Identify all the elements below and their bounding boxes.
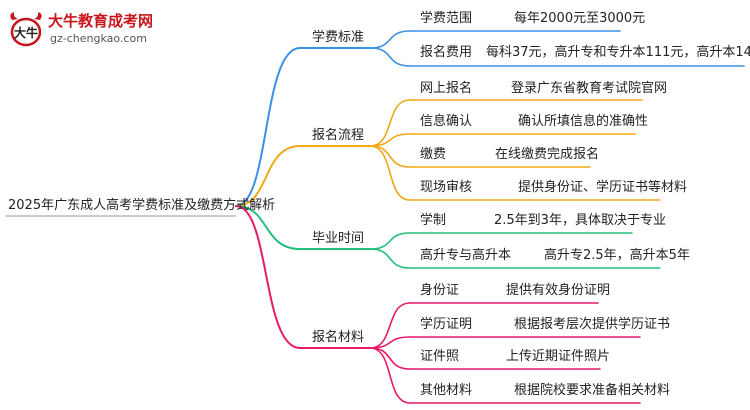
- item-value: 高升专2.5年，高升本5年: [544, 248, 690, 263]
- branch-registration-process: 报名流程: [312, 128, 365, 143]
- item-value: 上传近期证件照片: [506, 349, 611, 364]
- item-connector: [369, 347, 411, 370]
- logo-url: gz-chengkao.com: [50, 32, 147, 45]
- item-value: 确认所填信息的准确性: [518, 114, 649, 129]
- item-label: 学费范围: [420, 11, 473, 26]
- branch-graduation-time: 毕业时间: [312, 231, 365, 246]
- item-value: 根据报考层次提供学历证书: [514, 317, 671, 332]
- svg-text:大牛: 大牛: [14, 25, 38, 40]
- item-connector: [369, 133, 411, 147]
- item-connector: [369, 302, 411, 349]
- branch-connector: [235, 205, 301, 349]
- item-label: 高升专与高升本: [420, 248, 512, 263]
- item-connector: [369, 99, 411, 147]
- branch-connector: [235, 205, 301, 250]
- item-value: 2.5年到3年，具体取决于专业: [494, 213, 666, 228]
- site-logo[interactable]: 大牛 大牛教育成考网 gz-chengkao.com: [6, 8, 186, 52]
- item-value: 提供有效身份证明: [506, 283, 611, 298]
- item-value: 根据院校要求准备相关材料: [514, 383, 671, 398]
- item-connector: [369, 248, 411, 269]
- branch-tuition-standard: 学费标准: [312, 30, 365, 45]
- item-connector: [369, 47, 411, 67]
- item-value: 提供身份证、学历证书等材料: [518, 180, 688, 195]
- item-connector: [369, 232, 411, 250]
- item-value: 每科37元，高升专和专升本111元，高升本148元: [486, 45, 750, 60]
- item-value: 登录广东省教育考试院官网: [511, 81, 668, 96]
- logo-name: 大牛教育成考网: [48, 12, 154, 30]
- item-label: 学历证明: [420, 317, 473, 332]
- branch-registration-materials: 报名材料: [312, 330, 365, 345]
- item-label: 现场审核: [420, 180, 473, 195]
- branch-connector: [235, 145, 301, 207]
- item-value: 每年2000元至3000元: [514, 11, 646, 26]
- branch-connector: [235, 47, 301, 207]
- item-connector: [369, 347, 411, 404]
- item-connector: [369, 145, 411, 168]
- item-label: 其他材料: [420, 383, 473, 398]
- item-label: 缴费: [420, 147, 447, 162]
- item-label: 信息确认: [420, 114, 473, 129]
- item-label: 报名费用: [420, 45, 473, 60]
- item-label: 学制: [420, 213, 447, 228]
- item-value: 在线缴费完成报名: [495, 147, 600, 162]
- item-label: 证件照: [420, 349, 460, 364]
- item-connector: [369, 30, 411, 49]
- bull-logo-icon: 大牛: [10, 12, 42, 47]
- root-topic: 2025年广东成人高考学费标准及缴费方式解析: [8, 198, 276, 213]
- item-label: 网上报名: [420, 81, 473, 96]
- item-connector: [369, 145, 411, 201]
- item-label: 身份证: [420, 283, 460, 298]
